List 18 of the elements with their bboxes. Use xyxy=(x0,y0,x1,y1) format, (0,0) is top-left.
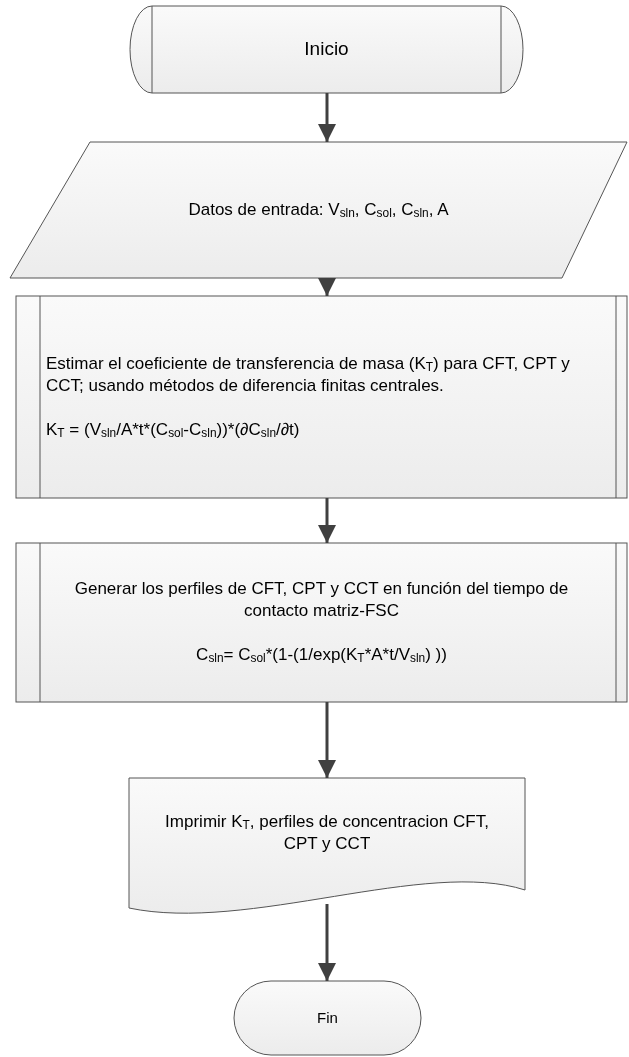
arrow xyxy=(318,93,336,142)
process-box xyxy=(16,543,627,702)
arrow xyxy=(318,498,336,543)
data-parallelogram xyxy=(10,142,627,278)
node-text: Imprimir K$_{T}$, perfiles de concentracion CFT, CPT y CCT xyxy=(164,810,490,856)
formula-text: C$_{sln}$= C$_{sol}$*(1-(1/exp(K$_{T}$*A*t/V$_{sln}$) )) xyxy=(195,644,448,667)
node-text: Generar los perfiles de CFT, CPT y CCT en función del tiempo de contacto matriz-FSC xyxy=(73,578,570,623)
arrow xyxy=(318,278,336,296)
node-text: Datos de entrada: V$_{sln}$, C$_{sol}$, C$_{sln}$, A xyxy=(187,198,450,222)
node-text: Fin xyxy=(316,1008,339,1028)
node-text: Inicio xyxy=(303,37,350,62)
process-box xyxy=(16,296,627,498)
formula-text: K$_{T}$ = (V$_{sln}$/A*t*(C$_{sol}$-C$_{sln}$))*(∂C$_{sln}$/∂t) xyxy=(46,419,301,442)
node-text: Estimar el coeficiente de transferencia de masa (K$_{T}$) para CFT, CPT y CCT; usando métodos de diferencia finitas centrales. xyxy=(46,352,571,397)
arrow xyxy=(318,904,336,981)
arrow xyxy=(318,702,336,778)
terminator-shape xyxy=(234,981,421,1055)
terminator-shape xyxy=(130,6,523,93)
